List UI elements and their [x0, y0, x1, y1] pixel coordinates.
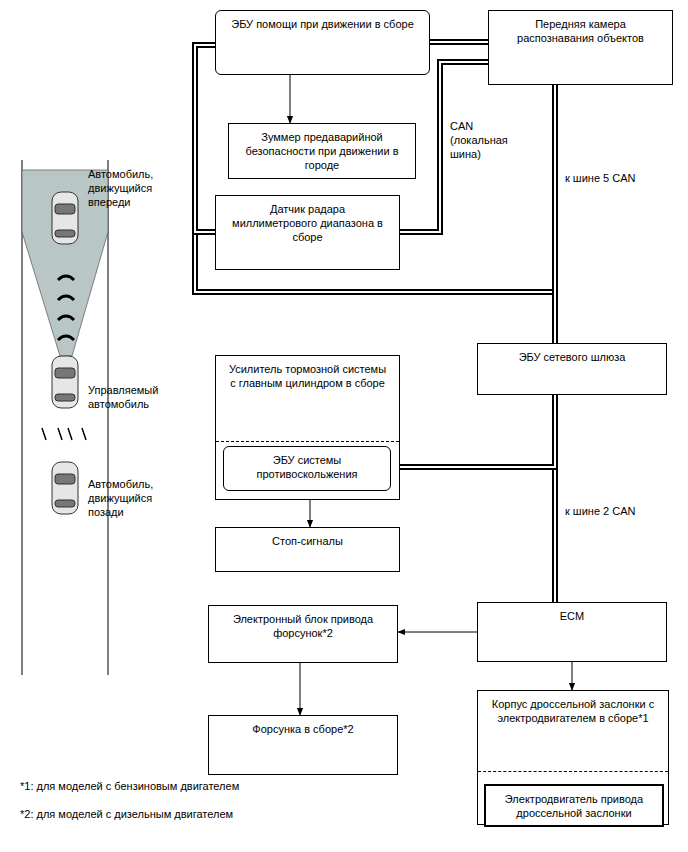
box-label: Передняя камера распознавания объектов — [489, 11, 672, 46]
ecu-box: ЭБУ помощи при движении в сборе — [215, 10, 430, 75]
can-bus-line — [391, 395, 555, 467]
signal-arrow — [290, 75, 291, 123]
divider-line — [216, 441, 399, 442]
box-label: Зуммер предаварийной безопасности при дв… — [229, 124, 415, 172]
box-label: Электродвигатель привода дроссельной зас… — [486, 786, 662, 821]
signal-arrow — [572, 662, 573, 690]
car-behind — [52, 462, 78, 514]
car-front — [52, 192, 78, 244]
box-label: ECM — [478, 603, 666, 624]
signal-arrow — [300, 663, 301, 715]
road-edge — [22, 160, 23, 675]
road-edge — [108, 160, 109, 675]
box-label: Корпус дроссельной заслонки с электродви… — [478, 691, 668, 726]
gateway-box: ЭБУ сетевого шлюза — [477, 343, 667, 395]
box-label: Стоп-сигналы — [216, 528, 399, 549]
injector-box: Форсунка в сборе*2 — [208, 715, 398, 775]
bus-label: к шине 2 CAN — [563, 505, 638, 519]
radar-waves — [58, 276, 74, 340]
box-label: ЭБУ системы противоскольжения — [224, 447, 390, 482]
bus-label: CAN (локальная шина) — [448, 120, 536, 161]
motion-marks — [42, 428, 86, 440]
bus-label: к шине 5 CAN — [563, 172, 638, 186]
divider-line — [478, 771, 668, 772]
box-label: Электронный блок привода форсунок*2 — [209, 606, 397, 641]
car-controlled — [52, 356, 78, 408]
box-label: Датчик радара миллиметрового диапазона в… — [216, 196, 399, 244]
footnote: *2: для моделей с дизельным двигателем — [20, 808, 340, 822]
throttle-body-box: Корпус дроссельной заслонки с электродви… — [477, 690, 669, 825]
camera-box: Передняя камера распознавания объектов — [488, 10, 673, 85]
can-bus-line — [430, 42, 488, 43]
can-bus-line — [195, 45, 215, 232]
signal-arrow — [398, 632, 477, 633]
vehicle-label: Автомобиль, движущийся позади — [88, 478, 180, 519]
brake-booster-box: Усилитель тормозной системы с главным ци… — [215, 355, 400, 500]
stoplight-box: Стоп-сигналы — [215, 527, 400, 572]
throttle-motor-box: Электродвигатель привода дроссельной зас… — [484, 784, 664, 827]
can-bus-line — [555, 85, 556, 343]
skid-ecu-box: ЭБУ системы противоскольжения — [223, 446, 391, 491]
radar-box: Датчик радара миллиметрового диапазона в… — [215, 195, 400, 270]
injector-driver-box: Электронный блок привода форсунок*2 — [208, 605, 398, 663]
ecm-box: ECM — [477, 602, 667, 662]
footnote: *1: для моделей с бензиновым двигателем — [20, 780, 340, 794]
box-label: Форсунка в сборе*2 — [209, 716, 397, 737]
box-label: Усилитель тормозной системы с главным ци… — [216, 356, 399, 391]
vehicle-label: Управляемый автомобиль — [88, 384, 180, 412]
vehicle-label: Автомобиль, движущийся впереди — [88, 168, 180, 209]
box-label: ЭБУ помощи при движении в сборе — [216, 11, 429, 32]
box-label: ЭБУ сетевого шлюза — [478, 344, 666, 365]
signal-arrow — [310, 500, 311, 527]
buzzer-box: Зуммер предаварийной безопасности при дв… — [228, 123, 416, 179]
